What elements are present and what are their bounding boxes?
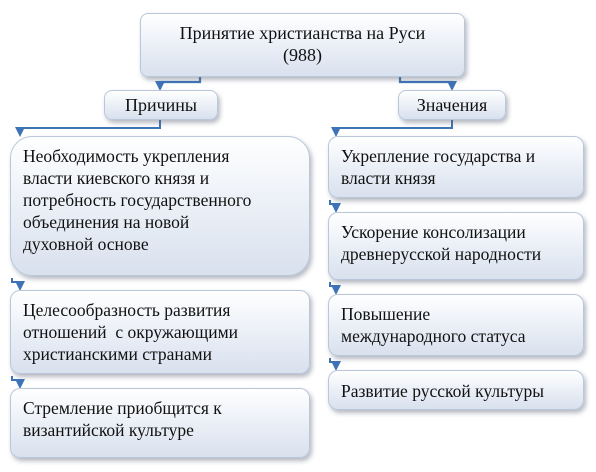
meaning-2-line-1: Ускорение консолизации: [341, 222, 526, 242]
meaning-box-2: Ускорение консолизации древнерусской нар…: [328, 212, 584, 280]
title-line-2: (988): [283, 45, 322, 65]
meaning-4-line-1: Развитие русской культуры: [341, 381, 545, 401]
connector-meanings-4: [329, 358, 341, 371]
title-line-1: Принятие христианства на Руси: [179, 23, 426, 43]
cause-1-line-2: власти киевского князя и: [23, 168, 210, 188]
causes-header: Причины: [104, 90, 218, 120]
connector-title-to-causes: [155, 77, 202, 91]
connector-meanings-2: [329, 200, 341, 213]
meaning-1-line-1: Укрепление государства и: [341, 146, 536, 166]
cause-1-line-4: объединения на новой: [23, 212, 190, 232]
cause-2-line-3: христианскими странами: [23, 344, 212, 364]
connector-causes-3: [11, 376, 25, 389]
connector-causes-2: [11, 278, 25, 291]
cause-1-line-5: духовной основе: [23, 234, 149, 254]
connector-causes-1: [15, 120, 161, 137]
cause-1-line-3: потребность государственного: [23, 190, 252, 210]
meaning-box-1: Укрепление государства и власти князя: [328, 136, 584, 198]
meanings-header-label: Значения: [416, 95, 488, 115]
cause-2-line-2: отношений с окружающими: [23, 322, 239, 342]
cause-1-line-1: Необходимость укрепления: [23, 146, 230, 166]
causes-header-label: Причины: [124, 95, 198, 115]
connector-meanings-3: [329, 282, 341, 295]
meaning-box-3: Повышение международного статуса: [328, 294, 584, 356]
meaning-2-line-2: древнерусской народности: [341, 244, 542, 264]
connector-meanings-1: [331, 120, 453, 137]
cause-3-line-2: византийской культуре: [23, 420, 194, 440]
meaning-box-4: Развитие русской культуры: [328, 370, 584, 410]
cause-2-line-1: Целесообразность развития: [23, 300, 231, 320]
connector-title-to-meanings: [398, 77, 457, 91]
meanings-header: Значения: [398, 90, 506, 120]
meaning-1-line-2: власти князя: [341, 168, 436, 188]
diagram-title-box: Принятие христианства на Руси (988): [140, 13, 465, 77]
cause-box-1: Необходимость укрепления власти киевског…: [10, 136, 310, 276]
cause-box-3: Стремление приобщится к византийской кул…: [10, 388, 310, 458]
meaning-3-line-2: международного статуса: [341, 326, 526, 346]
meaning-3-line-1: Повышение: [341, 304, 431, 324]
cause-3-line-1: Стремление приобщится к: [23, 398, 222, 418]
cause-box-2: Целесообразность развития отношений с ок…: [10, 290, 310, 374]
